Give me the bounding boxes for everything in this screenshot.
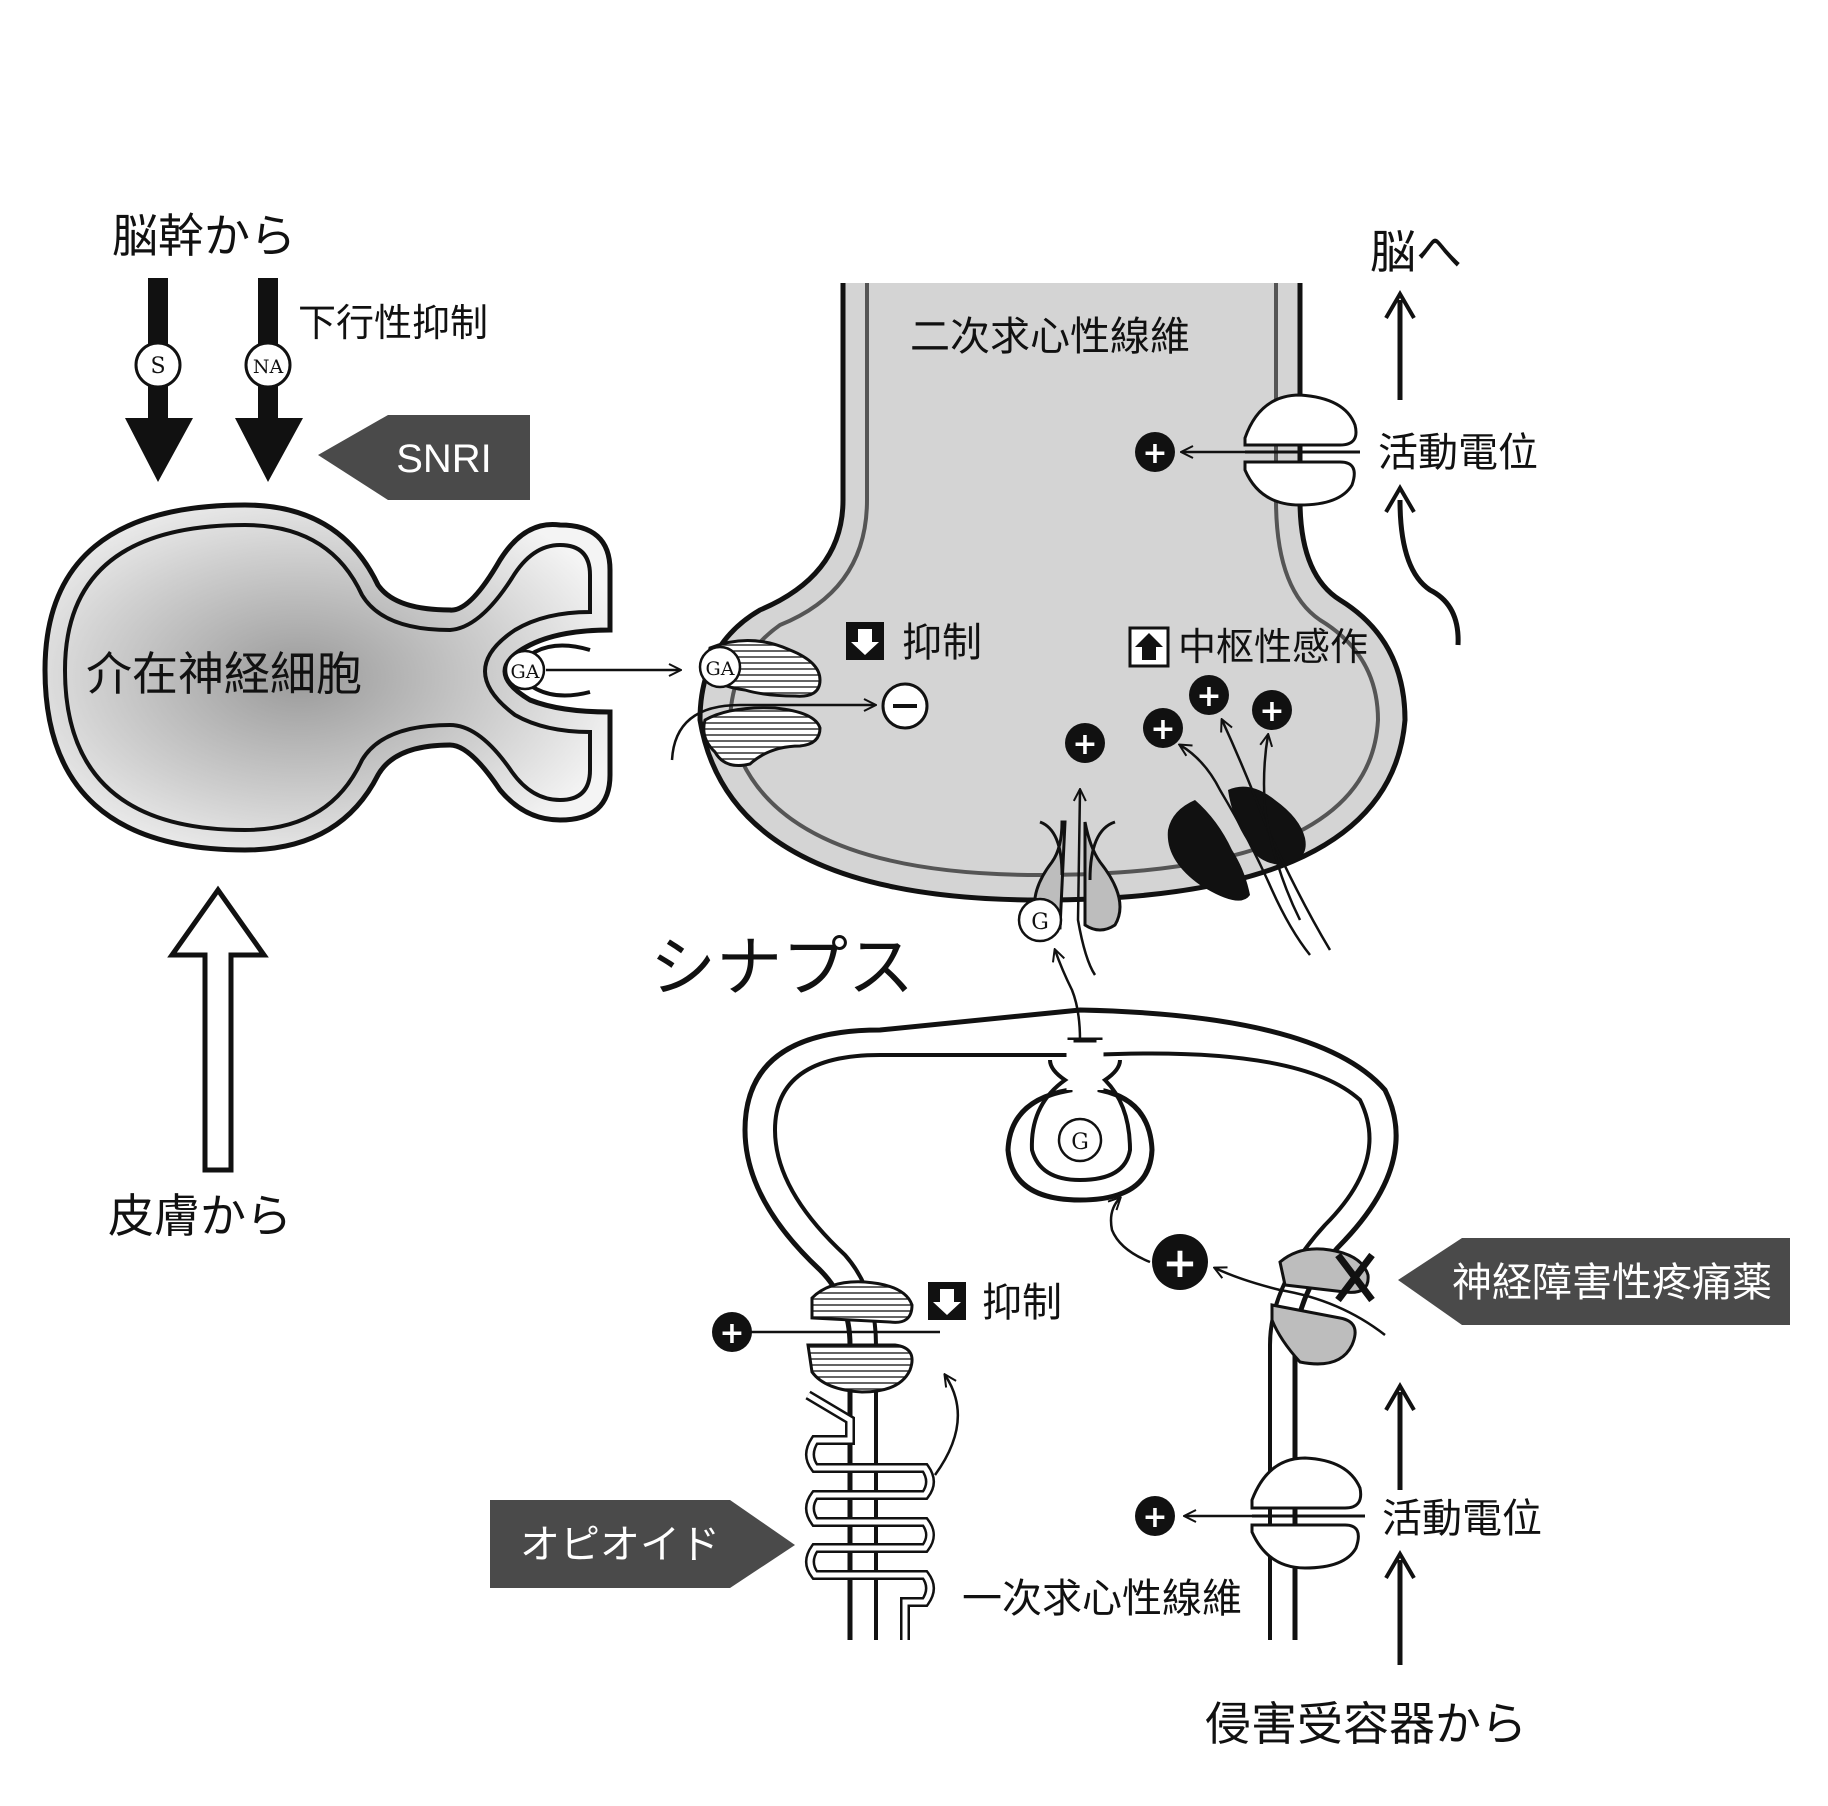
action-potential-top-label: 活動電位 (1378, 430, 1538, 476)
opioid-receptor (806, 1280, 914, 1394)
from-nociceptor-label: 侵害受容器から (1205, 1697, 1527, 1751)
to-brain-label: 脳へ (1370, 225, 1462, 279)
descending-inhibition-label: 下行性抑制 (298, 301, 488, 345)
from-brainstem-label: 脳幹から (112, 209, 296, 263)
svg-text:+: + (719, 1316, 744, 1351)
plus-badge-ap-bottom: + (1135, 1496, 1175, 1536)
svg-text:+: + (1142, 1500, 1167, 1535)
block-x-icon (1335, 1252, 1375, 1303)
gaba-vesicle: GA (504, 649, 546, 691)
gaba-bound-label: GA (706, 658, 735, 680)
noradrenaline-arrow: NA (235, 278, 303, 482)
nociceptor-arrow-lower (1384, 1550, 1416, 1665)
calcium-influx-arrow (1215, 1268, 1386, 1336)
opioid-label: オピオイド (520, 1523, 720, 1567)
glutamate-vesicle: G (1057, 1117, 1103, 1163)
up-arrow-box (1128, 626, 1170, 668)
opioid-activation-arrow (933, 1375, 960, 1476)
snri-tag: SNRI (318, 415, 530, 500)
nociceptor-arrow-upper (1384, 1382, 1416, 1490)
svg-text:+: + (1150, 712, 1175, 747)
inhibition-top-label: 抑制 (902, 620, 982, 666)
to-brain-arrow-wavy (1384, 484, 1461, 646)
plus-badge-nmda-3: + (1252, 690, 1292, 730)
nmda-flow-3 (1264, 735, 1302, 921)
secondary-fiber-label: 二次求心性線維 (910, 314, 1190, 360)
action-potential-bottom-label: 活動電位 (1382, 1496, 1542, 1542)
plus-badge-calcium: + (1152, 1234, 1208, 1290)
noradrenaline-label: NA (253, 356, 284, 378)
glutamate-release-arrow (1055, 950, 1082, 1041)
svg-text:+: + (1142, 436, 1167, 471)
ampa-influx-arrow (1078, 790, 1097, 976)
gaba-vesicle-label: GA (511, 661, 540, 683)
down-arrow-box-bottom (928, 1282, 966, 1320)
interneuron-label: 介在神経細胞 (86, 647, 362, 701)
chloride-flow-arrow (670, 705, 875, 761)
from-skin-label: 皮膚から (108, 1189, 292, 1243)
opioid-tag: オピオイド (490, 1500, 795, 1588)
skin-input-arrow (167, 885, 269, 1173)
plus-badge-nmda-1: + (1189, 675, 1229, 715)
neuropathic-drug-label: 神経障害性疼痛薬 (1452, 1261, 1772, 1305)
plus-badge-nmda-2: + (1143, 708, 1183, 748)
to-brain-arrow-top (1384, 290, 1416, 400)
plus-badge-opioid: + (712, 1312, 752, 1352)
neuropathic-drug-tag: 神経障害性疼痛薬 (1398, 1238, 1790, 1325)
sodium-channel-bottom (1250, 1456, 1365, 1570)
central-sensitization-label: 中枢性感作 (1178, 625, 1368, 669)
down-arrow-box-top (846, 622, 884, 660)
svg-text:+: + (1259, 694, 1284, 729)
calcium-to-vesicle-arrow (1111, 1198, 1151, 1264)
plus-badge-ampa: + (1065, 723, 1105, 763)
glutamate-vesicle-label: G (1071, 1130, 1089, 1155)
glutamate-bound-label: G (1031, 910, 1049, 935)
opioid-gpcr-coil (805, 1390, 935, 1640)
inhibition-bottom-label: 抑制 (982, 1280, 1062, 1326)
serotonin-arrow: S (125, 278, 193, 482)
gaba-receptor: GA (698, 639, 822, 767)
primary-afferent-terminal (742, 1007, 1399, 1640)
glutamate-bound: G (1017, 897, 1063, 943)
svg-text:+: + (1072, 727, 1097, 762)
snri-label: SNRI (396, 437, 492, 481)
calcium-channel (1270, 1247, 1370, 1366)
synapse-label: シナプス (650, 929, 914, 1006)
nmda-flow-1 (1180, 745, 1311, 956)
plus-badge-ap-top: + (1135, 432, 1175, 472)
primary-fiber-label: 一次求心性線維 (962, 1576, 1242, 1622)
svg-text:+: + (1162, 1238, 1197, 1287)
secondary-afferent-neuron (697, 283, 1408, 903)
serotonin-label: S (150, 354, 165, 379)
minus-badge (881, 682, 929, 730)
svg-text:+: + (1196, 679, 1221, 714)
